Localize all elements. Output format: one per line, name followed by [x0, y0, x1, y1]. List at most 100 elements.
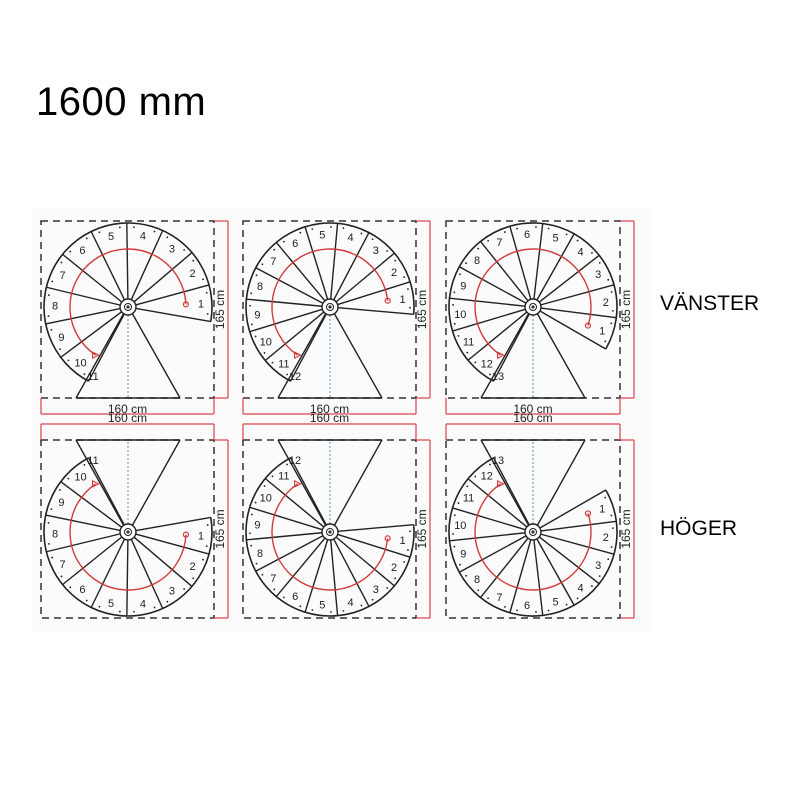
- step-number: 7: [270, 256, 276, 268]
- step-number: 6: [292, 238, 298, 250]
- step-number: 4: [578, 582, 584, 594]
- step-number: 5: [108, 231, 114, 243]
- step-number-landing: 13: [492, 455, 504, 467]
- step-number: 1: [400, 535, 406, 547]
- step-number: 10: [454, 520, 466, 532]
- step-number: 6: [524, 229, 530, 241]
- step-number: 7: [270, 573, 276, 585]
- width-dimension-label: 160 cm: [310, 411, 349, 425]
- dimension-lines: 160 cm 165 cm: [445, 220, 635, 416]
- step-number: 5: [552, 596, 558, 608]
- walk-arrow-icon: [92, 351, 100, 359]
- step-number: 6: [524, 600, 530, 612]
- step-number: 9: [460, 549, 466, 561]
- step-number: 3: [595, 269, 601, 281]
- step-number: 5: [319, 229, 325, 241]
- walk-line-arc: [474, 483, 592, 591]
- step-number: 8: [257, 281, 263, 293]
- step-number-landing: 13: [492, 371, 504, 383]
- walk-arrow-icon: [294, 480, 302, 488]
- step-number: 1: [599, 504, 605, 516]
- step-number: 10: [260, 337, 272, 349]
- dimension-lines: 160 cm 165 cm: [40, 411, 229, 619]
- step-number: 3: [169, 585, 175, 597]
- step-number: 8: [474, 574, 480, 586]
- walk-arrow-icon: [92, 480, 100, 488]
- step-number: 8: [257, 548, 263, 560]
- step-number: 4: [578, 247, 584, 259]
- height-dimension-label: 165 cm: [213, 290, 227, 329]
- step-number: 10: [260, 492, 272, 504]
- step-number: 1: [198, 299, 204, 311]
- step-number: 4: [140, 231, 146, 243]
- step-number: 9: [58, 497, 64, 509]
- step-number: 2: [391, 562, 397, 574]
- step-number: 9: [460, 280, 466, 292]
- step-number: 12: [481, 471, 493, 483]
- step-number: 6: [79, 245, 85, 257]
- width-dimension-label: 160 cm: [310, 402, 349, 416]
- step-number: 11: [278, 470, 289, 482]
- step-number: 6: [292, 591, 298, 603]
- step-number: 7: [59, 559, 65, 571]
- walk-arrow-icon: [294, 351, 302, 359]
- step-number: 10: [454, 309, 466, 321]
- step-number: 4: [348, 597, 354, 609]
- step-number-landing: 11: [87, 371, 98, 383]
- walk-line-arc: [474, 248, 592, 356]
- dimension-lines: 160 cm 165 cm: [40, 220, 229, 416]
- step-number: 9: [254, 309, 260, 321]
- step-number: 2: [603, 532, 609, 544]
- height-dimension-label: 165 cm: [415, 290, 429, 329]
- step-number: 10: [74, 472, 86, 484]
- step-number-landing: 12: [289, 371, 301, 383]
- step-number: 8: [52, 528, 58, 540]
- walk-line-arc: [271, 248, 389, 356]
- step-number: 11: [278, 359, 289, 371]
- step-number: 6: [79, 584, 85, 596]
- page-title: 1600 mm: [36, 80, 207, 124]
- step-number: 7: [59, 270, 65, 282]
- step-number: 3: [373, 584, 379, 596]
- height-dimension-label: 165 cm: [619, 290, 633, 329]
- step-number: 1: [198, 530, 204, 542]
- width-dimension-label: 160 cm: [513, 402, 552, 416]
- height-dimension-label: 165 cm: [415, 509, 429, 548]
- walk-line-arc: [271, 483, 389, 591]
- step-number: 1: [400, 294, 406, 306]
- step-number: 4: [348, 232, 354, 244]
- step-number: 9: [254, 520, 260, 532]
- step-number: 5: [552, 233, 558, 245]
- step-number: 1: [599, 325, 605, 337]
- step-number: 4: [140, 598, 146, 610]
- width-dimension-label: 160 cm: [108, 402, 147, 416]
- step-number: 10: [74, 357, 86, 369]
- step-number: 3: [373, 245, 379, 257]
- step-number-landing: 12: [289, 455, 301, 467]
- walk-arrow-icon: [497, 351, 505, 359]
- width-dimension-label: 160 cm: [108, 411, 147, 425]
- height-dimension-label: 165 cm: [213, 509, 227, 548]
- walk-line-arc: [69, 248, 187, 356]
- step-number: 8: [474, 255, 480, 267]
- step-number: 9: [58, 332, 64, 344]
- walk-arrow-icon: [497, 480, 505, 488]
- step-number: 5: [319, 600, 325, 612]
- step-number: 5: [108, 598, 114, 610]
- dimension-lines: 160 cm 165 cm: [242, 411, 431, 619]
- walk-line-arc: [69, 483, 187, 591]
- height-dimension-label: 165 cm: [619, 509, 633, 548]
- step-number: 3: [169, 244, 175, 256]
- step-number: 2: [190, 268, 196, 280]
